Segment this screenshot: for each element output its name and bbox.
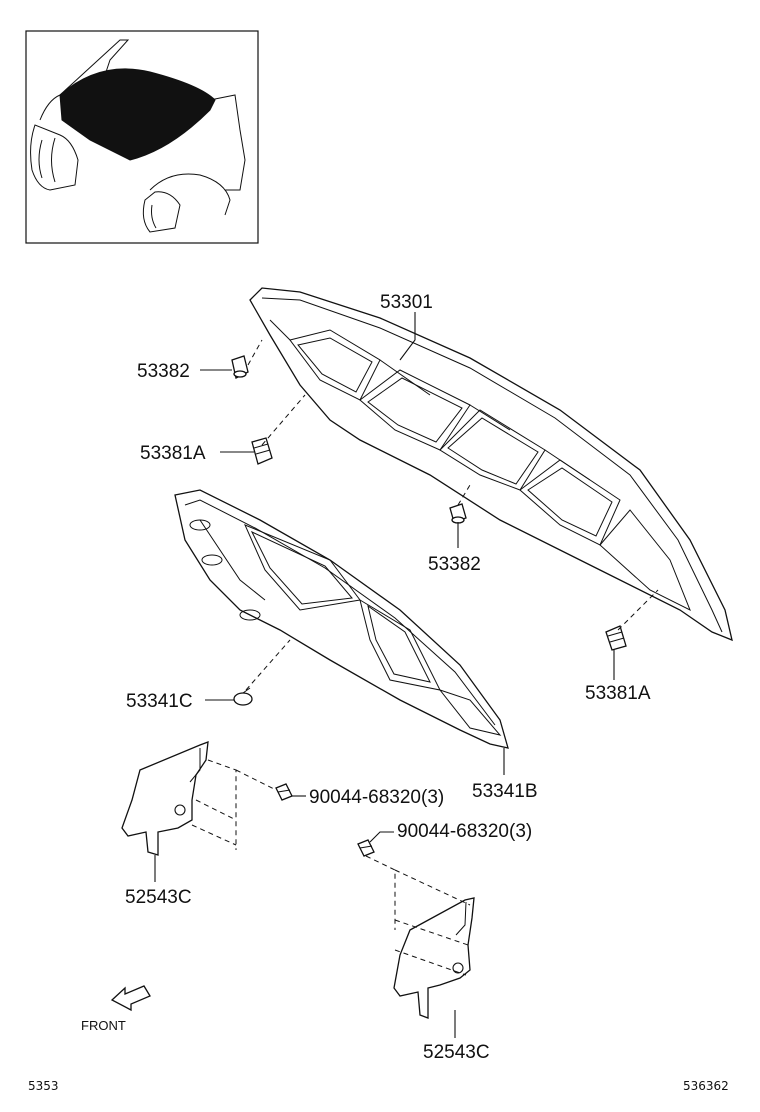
- front-arrow-icon: [110, 985, 151, 1012]
- leader-hood: [399, 312, 416, 361]
- bumper-cushion-top-shape: [231, 355, 249, 379]
- label-hood: 53301: [380, 292, 433, 313]
- page-code-right: 536362: [683, 1079, 729, 1093]
- label-seal-right: 52543C: [423, 1042, 490, 1063]
- hood-insulator: [174, 489, 509, 749]
- assembly-line-5: [245, 639, 291, 691]
- assembly-line-1: [247, 339, 263, 366]
- label-hood-stopper-right: 53381A: [585, 683, 651, 704]
- label-hood-stopper-left: 53381A: [140, 443, 206, 464]
- clip-shape: [233, 687, 253, 706]
- screw-lower-shape: [357, 839, 375, 857]
- label-clip: 53341C: [126, 691, 193, 712]
- front-label: FRONT: [81, 1018, 126, 1033]
- screw-upper-shape: [275, 783, 293, 801]
- assembly-line-2: [261, 394, 306, 446]
- bumper-cushion-mid-shape: [449, 503, 467, 524]
- vehicle-thumbnail: [25, 30, 259, 244]
- hood-stopper-right-shape: [605, 625, 627, 651]
- seal-right-shape: [365, 855, 475, 1019]
- label-seal-left: 52543C: [125, 887, 192, 908]
- assembly-line-4: [617, 589, 659, 631]
- label-bumper-cushion-top: 53382: [137, 361, 190, 382]
- assembly-line-3: [457, 484, 471, 506]
- label-insulator: 53341B: [472, 781, 538, 802]
- label-screw-lower: 90044-68320(3): [397, 821, 532, 842]
- label-bumper-cushion-mid: 53382: [428, 554, 481, 575]
- leader-screw-lower: [369, 831, 394, 843]
- hood-panel: [249, 287, 733, 642]
- hood-stopper-left-shape: [251, 437, 273, 465]
- seal-left-shape: [121, 741, 277, 856]
- label-screw-upper: 90044-68320(3): [309, 787, 444, 808]
- page-code-left: 5353: [28, 1079, 59, 1093]
